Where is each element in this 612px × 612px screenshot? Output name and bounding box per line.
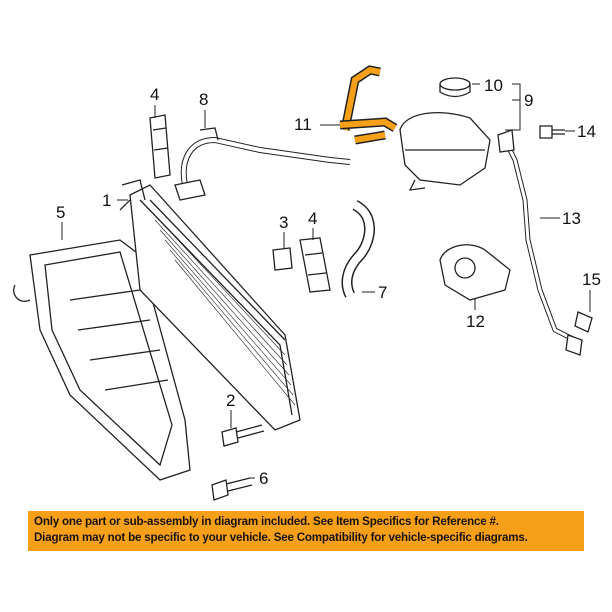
bracket-4-left [149, 114, 171, 179]
hose-7 [341, 200, 375, 298]
callout-12: 12 [466, 312, 485, 331]
bolt-2 [221, 424, 265, 447]
radiator [119, 179, 301, 431]
callout-3: 3 [279, 213, 289, 232]
bolt-6 [211, 477, 253, 501]
coolant-line-13 [497, 129, 583, 356]
callout-6: 6 [259, 469, 269, 488]
disclaimer-banner: Only one part or sub-assembly in diagram… [28, 511, 584, 551]
coolant-reservoir [399, 112, 491, 186]
callout-7: 7 [378, 283, 388, 302]
callout-4-right: 4 [308, 209, 318, 228]
part-3 [272, 247, 293, 271]
callout-4-left: 4 [150, 85, 160, 104]
reservoir-cap [439, 77, 471, 91]
callout-5: 5 [56, 203, 66, 222]
disclaimer-line-2: Diagram may not be specific to your vehi… [34, 531, 528, 544]
callout-13: 13 [562, 209, 581, 228]
callout-2: 2 [226, 391, 236, 410]
clip-15 [574, 311, 593, 333]
callout-14: 14 [577, 122, 596, 141]
callout-9: 9 [524, 91, 534, 110]
bracket-4-right [299, 237, 331, 293]
leader-lines [61, 83, 591, 479]
callout-8: 8 [199, 90, 209, 109]
hose-11-highlighted [339, 65, 398, 145]
disclaimer-line-1: Only one part or sub-assembly in diagram… [34, 515, 499, 528]
callout-15: 15 [582, 270, 601, 289]
callout-10: 10 [484, 76, 503, 95]
bolt-14 [539, 125, 565, 139]
hose-8 [174, 127, 351, 201]
thermostat-housing-12 [439, 244, 511, 301]
callout-1: 1 [102, 191, 112, 210]
callout-11: 11 [294, 115, 312, 134]
